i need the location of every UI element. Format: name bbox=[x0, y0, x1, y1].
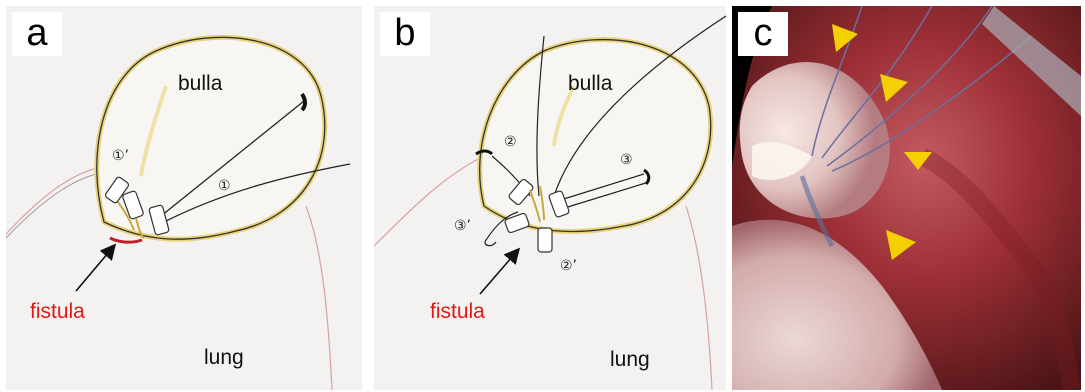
suture-label-3-prime: ③’ bbox=[454, 218, 471, 234]
lung-label: lung bbox=[610, 348, 650, 372]
fistula-label: fistula bbox=[30, 300, 85, 324]
suture-label-2: ② bbox=[504, 134, 517, 150]
thoracoscopic-image bbox=[732, 6, 1081, 390]
panel-c-photo: c bbox=[732, 6, 1081, 390]
fistula-mark bbox=[110, 238, 142, 242]
lung-label: lung bbox=[204, 346, 244, 370]
bulla-label: bulla bbox=[568, 72, 612, 96]
panel-b-schematic: b bulla lung fistula ② ③ ③’ ②’ bbox=[374, 6, 726, 390]
panel-a-drawing bbox=[6, 6, 362, 390]
lung-outline bbox=[6, 166, 106, 234]
suture-label-3: ③ bbox=[620, 152, 633, 168]
lung-outline bbox=[686, 206, 712, 390]
suture-label-1-prime: ①’ bbox=[112, 148, 129, 164]
pledget bbox=[538, 228, 552, 252]
fistula-label: fistula bbox=[430, 300, 485, 324]
panel-letter-c: c bbox=[738, 12, 788, 56]
panel-a-schematic: a bulla lung fistula ①’ ① bbox=[6, 6, 362, 390]
panel-letter-a: a bbox=[12, 12, 62, 56]
lung-outline bbox=[306, 206, 332, 390]
panel-letter-b: b bbox=[380, 12, 430, 56]
fistula-arrow bbox=[76, 246, 114, 291]
bulla-label: bulla bbox=[178, 72, 222, 96]
suture-label-2-prime: ②’ bbox=[560, 258, 577, 274]
suture-label-1: ① bbox=[218, 178, 231, 194]
fistula-arrow bbox=[480, 250, 518, 294]
panel-b-drawing bbox=[374, 6, 726, 390]
